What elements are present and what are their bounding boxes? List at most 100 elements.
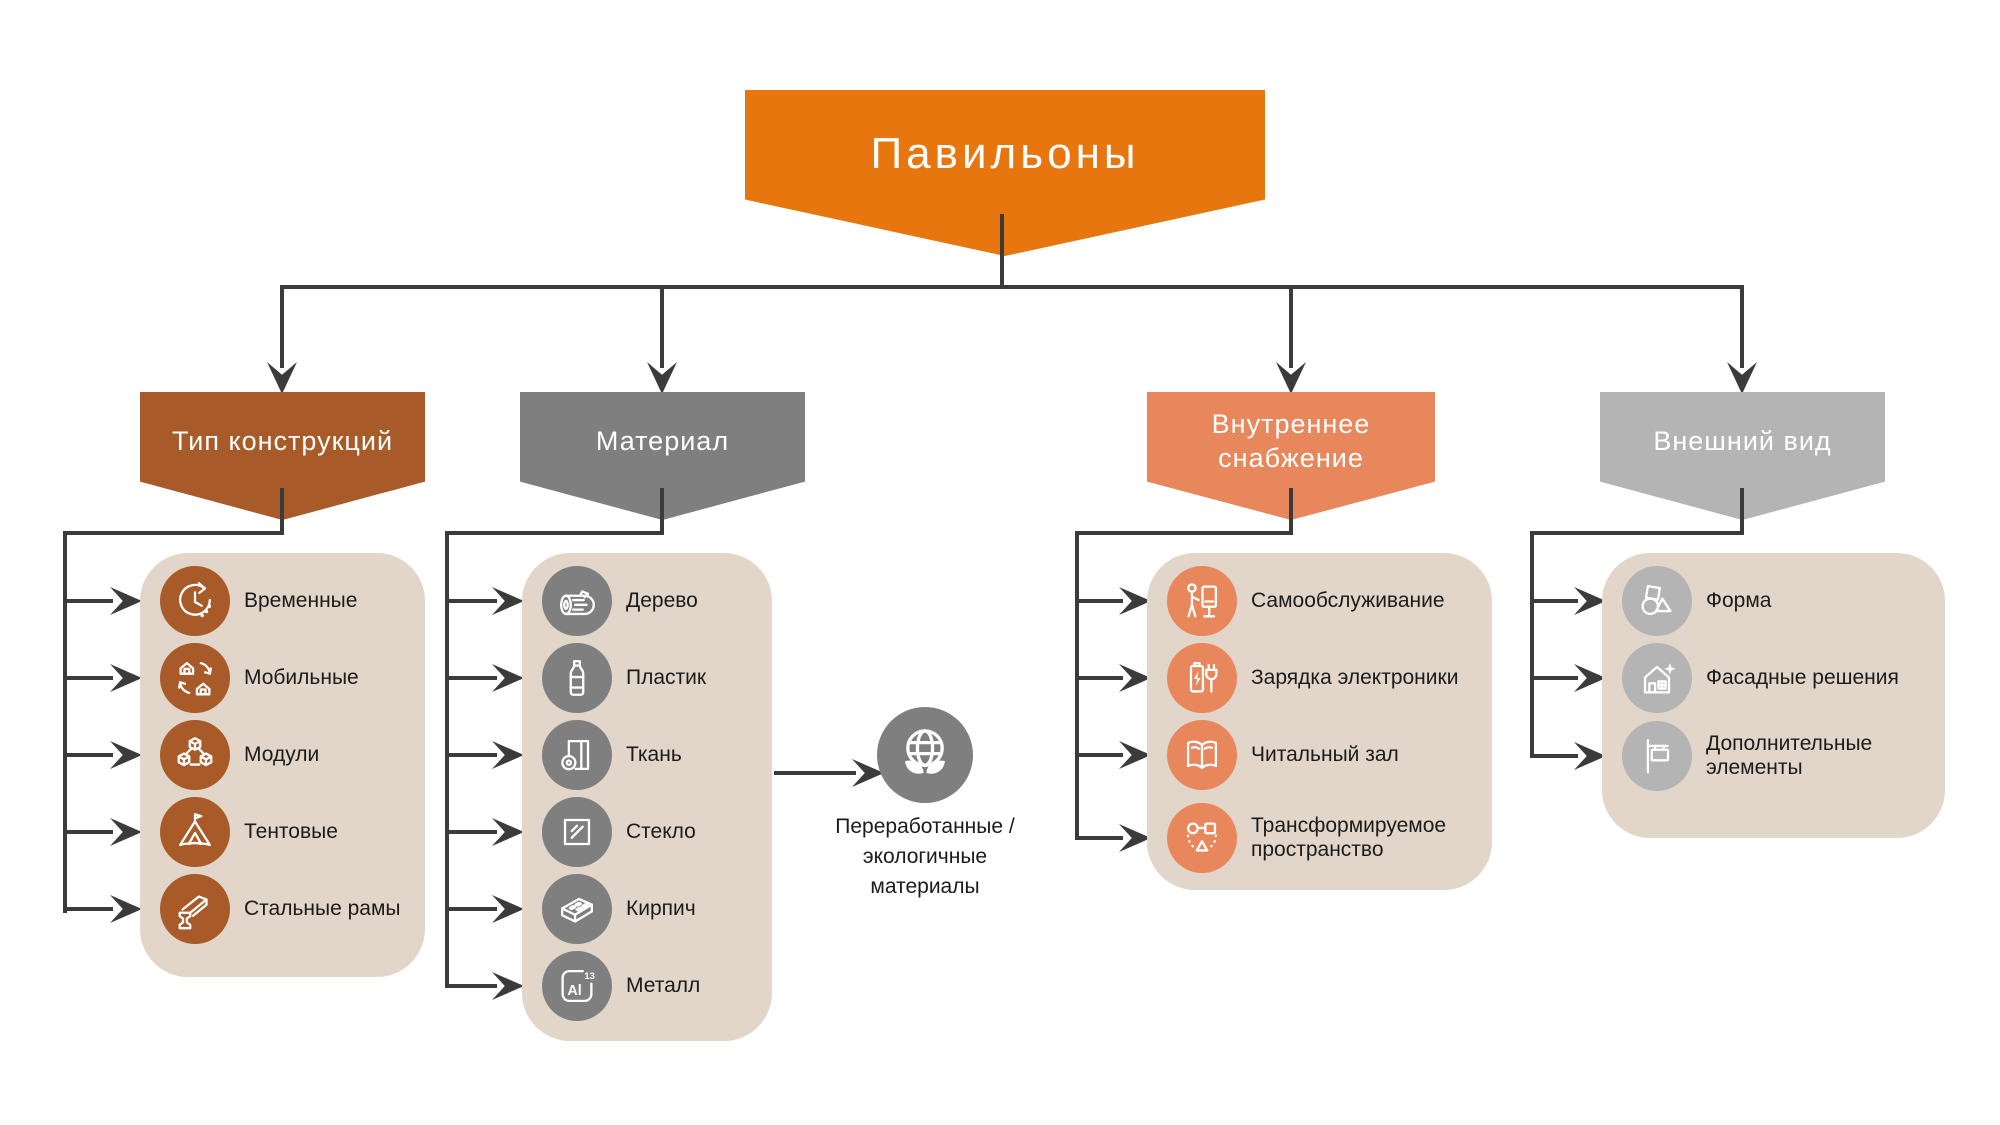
list-item: Читальный зал [1167,720,1480,790]
eco-note-line: экологичные [862,845,988,868]
steel-beam-icon [160,874,230,944]
connector-line [1075,599,1123,603]
arrow-right-icon [110,741,142,769]
self-service-icon [1167,566,1237,636]
connector-line [63,676,113,680]
connector-line [1740,488,1744,535]
list-item: Форма [1622,566,1933,636]
connector-line [445,599,497,603]
connector-line [280,285,1744,289]
arrow-right-icon [110,664,142,692]
eco-globe-icon [877,707,973,803]
panel-appearance: Форма Фасадные решения Дополнительные эл… [1602,553,1945,838]
list-item: Дополнительные элементы [1622,721,1933,791]
item-label: Временные [244,588,358,612]
connector-line [445,907,497,911]
mobile-houses-icon [160,643,230,713]
shapes-icon [1622,566,1692,636]
item-label: Модули [244,742,320,766]
list-item: Самообслуживание [1167,566,1480,636]
connector-line [445,531,664,535]
item-label: Трансформируемое пространство [1251,813,1447,861]
connector-line [63,830,113,834]
connector-line [1075,836,1123,840]
eco-note: Переработанные / экологичные материалы [765,812,1085,902]
connector-line [1075,676,1123,680]
list-item: Мобильные [160,643,413,713]
branch-title: Внутреннее снабжение [1211,409,1371,473]
item-label: Металл [626,973,701,997]
connector-line [1075,753,1123,757]
connector-line [1530,531,1534,758]
branch-title: Материал [595,426,730,457]
connector-line [1000,214,1004,287]
connector-line [445,531,449,988]
list-item: Кирпич [542,874,760,944]
wood-log-icon [542,566,612,636]
charging-icon [1167,643,1237,713]
connector-line [280,287,284,368]
connector-line [1289,287,1293,368]
connector-line [1530,754,1578,758]
connector-line [1075,531,1079,840]
eco-note-line: материалы [870,875,980,898]
al-symbol: Al [567,983,581,999]
list-item: Трансформируемое пространство [1167,803,1480,873]
list-item: Стальные рамы [160,874,413,944]
arrow-right-icon [110,895,142,923]
connector-line [63,907,113,911]
item-label: Пластик [626,665,707,689]
item-label: Дополнительные элементы [1706,731,1873,779]
plastic-bottle-icon [542,643,612,713]
list-item: Дерево [542,566,760,636]
page-title: Павильоны [870,129,1140,178]
panel-supply: Самообслуживание Зарядка электроники Чит… [1147,553,1492,890]
connector-line [63,753,113,757]
item-label: Форма [1706,588,1772,612]
connector-line [660,287,664,368]
item-label: Мобильные [244,665,359,689]
connector-line [1740,287,1744,368]
connector-line [63,531,284,535]
glass-pane-icon [542,797,612,867]
connector-line [1530,676,1578,680]
connector-line [445,676,497,680]
list-item: Зарядка электроники [1167,643,1480,713]
connector-line [445,753,497,757]
connector-line [280,488,284,535]
list-item: Фасадные решения [1622,643,1933,713]
transformable-space-icon [1167,803,1237,873]
item-label: Читальный зал [1251,742,1399,766]
item-label: Кирпич [626,896,696,920]
branch-title: Внешний вид [1653,426,1832,457]
sign-elements-icon [1622,721,1692,791]
list-item: Ткань [542,720,760,790]
item-label: Стекло [626,819,696,843]
connector-line [63,599,113,603]
reading-room-icon [1167,720,1237,790]
branch-title: Тип конструкций [171,426,394,457]
connector-line [445,984,497,988]
facade-icon [1622,643,1692,713]
arrow-right-icon [110,818,142,846]
connector-line [1075,531,1293,535]
title-banner: Павильоны [745,90,1265,256]
list-item: Тентовые [160,797,413,867]
al-number: 13 [584,971,595,982]
modules-cubes-icon [160,720,230,790]
item-label: Дерево [626,588,698,612]
connector-line [445,830,497,834]
clock-icon [160,566,230,636]
item-label: Зарядка электроники [1251,665,1459,689]
eco-note-line: Переработанные / [835,815,1015,838]
item-label: Ткань [626,742,682,766]
list-item: Временные [160,566,413,636]
connector-line [1530,599,1578,603]
panel-material: Дерево Пластик Ткань Стекло Кирпич [522,553,772,1041]
connector-line [660,488,664,535]
item-label: Стальные рамы [244,896,401,920]
connector-line [1530,531,1744,535]
arrow-right-icon [110,587,142,615]
